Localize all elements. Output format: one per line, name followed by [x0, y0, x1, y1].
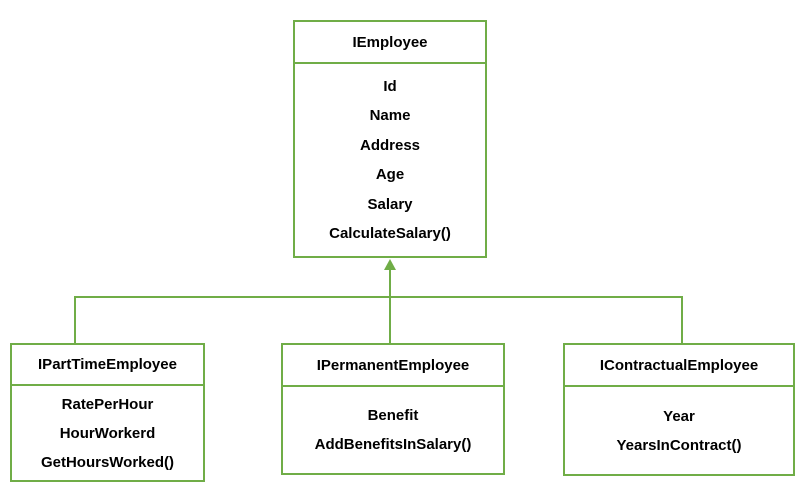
member-item: Salary — [367, 195, 413, 213]
interface-box-ipermanentemployee: IPermanentEmployee Benefit AddBenefitsIn… — [281, 343, 505, 475]
member-item: Year — [663, 407, 695, 425]
interface-title-ipermanentemployee: IPermanentEmployee — [283, 345, 503, 387]
member-item: GetHoursWorked() — [40, 453, 175, 471]
connector-stub-parttime — [74, 297, 76, 343]
member-item: Age — [375, 166, 405, 183]
connector-stub-contractual — [681, 297, 683, 343]
member-item: Benefit — [367, 407, 419, 424]
interface-title-iparttimeemployee: IPartTimeEmployee — [12, 345, 203, 386]
interface-title-icontractualemployee: IContractualEmployee — [565, 345, 793, 387]
interface-members-ipermanentemployee: Benefit AddBenefitsInSalary() — [283, 387, 503, 473]
interface-box-icontractualemployee: IContractualEmployee Year YearsInContrac… — [563, 343, 795, 476]
member-item: HourWorkerd — [59, 424, 156, 442]
connector-shaft-center — [389, 269, 391, 343]
member-item: RatePerHour — [61, 395, 154, 413]
member-item: Id — [383, 77, 397, 95]
member-item: Name — [369, 107, 411, 124]
connector-horizontal-line — [74, 296, 683, 298]
interface-title-iemployee: IEmployee — [295, 22, 485, 64]
interface-box-iparttimeemployee: IPartTimeEmployee RatePerHour HourWorker… — [10, 343, 205, 482]
inheritance-arrow-icon — [384, 259, 396, 270]
interface-members-iemployee: Id Name Address Age Salary CalculateSala… — [295, 64, 485, 256]
member-item: YearsInContract() — [616, 436, 742, 454]
interface-box-iemployee: IEmployee Id Name Address Age Salary Cal… — [293, 20, 487, 258]
member-item: Address — [359, 136, 421, 154]
interface-members-iparttimeemployee: RatePerHour HourWorkerd GetHoursWorked() — [12, 386, 203, 480]
interface-members-icontractualemployee: Year YearsInContract() — [565, 387, 793, 474]
member-item: AddBenefitsInSalary() — [314, 436, 472, 453]
member-item: CalculateSalary() — [329, 225, 451, 242]
